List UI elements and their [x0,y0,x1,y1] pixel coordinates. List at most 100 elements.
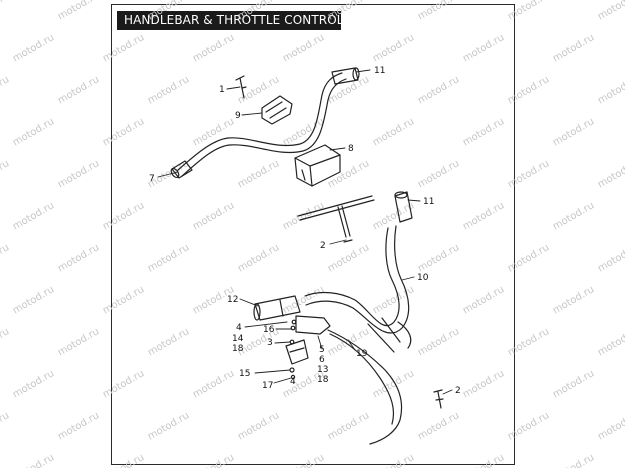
callout-6: 6 [319,355,325,365]
watermark-text: motod.ru [551,116,596,148]
watermark-text: motod.ru [416,158,461,190]
watermark-text: motod.ru [101,284,146,316]
watermark-text: motod.ru [101,368,146,400]
watermark-text: motod.ru [596,326,625,358]
watermark-text: motod.ru [506,242,551,274]
watermark-text: motod.ru [191,368,236,400]
watermark-text: motod.ru [281,452,326,468]
bolt-lower [433,389,444,409]
callout-11-lower: 11 [423,197,434,207]
grip-left-upper [170,160,193,179]
watermark-text: motod.ru [0,158,11,190]
watermark-text: motod.ru [371,32,416,64]
watermark-text: motod.ru [596,242,625,274]
watermark-text: motod.ru [281,284,326,316]
throttle-housing [285,315,331,365]
watermark-text: motod.ru [191,452,236,468]
watermark-text: motod.ru [596,158,625,190]
diagram-title: HANDLEBAR & THROTTLE CONTROL [117,11,343,30]
callout-17: 17 [262,381,273,391]
watermark-text: motod.ru [0,326,11,358]
callout-8: 8 [348,144,354,154]
watermark-text: motod.ru [506,158,551,190]
watermark-text: motod.ru [146,326,191,358]
watermark-text: motod.ru [281,116,326,148]
watermark-text: motod.ru [236,242,281,274]
watermark-text: motod.ru [191,200,236,232]
throttle-cables [327,329,403,445]
diagram-frame: HANDLEBAR & THROTTLE CONTROL [111,4,515,465]
watermark-text: motod.ru [56,242,101,274]
watermark-text: motod.ru [236,410,281,442]
watermark-text: motod.ru [0,242,11,274]
watermark-text: motod.ru [461,32,506,64]
callout-16: 16 [263,325,275,335]
watermark-text: motod.ru [281,32,326,64]
watermark-text: motod.ru [506,326,551,358]
watermark-text: motod.ru [371,116,416,148]
watermark-text: motod.ru [326,410,371,442]
callout-2-upper: 2 [320,241,326,251]
screw-top [235,75,247,99]
callout-18-right: 18 [317,375,329,385]
grip-left-lower [253,295,301,321]
watermark-text: motod.ru [551,284,596,316]
watermark-text: motod.ru [326,242,371,274]
watermark-text: motod.ru [56,410,101,442]
watermark-text: motod.ru [101,116,146,148]
handlebar-upper [177,72,347,177]
watermark-text: motod.ru [191,116,236,148]
watermark-text: motod.ru [326,74,371,106]
watermark-text: motod.ru [416,410,461,442]
watermark-text: motod.ru [146,410,191,442]
watermark-text: motod.ru [461,200,506,232]
watermark-text: motod.ru [101,200,146,232]
callout-19: 19 [356,349,368,359]
watermark-text: motod.ru [11,116,56,148]
watermark-text: motod.ru [146,242,191,274]
watermark-text: motod.ru [371,452,416,468]
watermark-text: motod.ru [416,242,461,274]
watermark-text: motod.ru [596,410,625,442]
watermark-text: motod.ru [551,32,596,64]
watermark-text: motod.ru [11,368,56,400]
callout-3: 3 [267,338,273,348]
watermark-text: motod.ru [0,410,11,442]
watermark-text: motod.ru [371,368,416,400]
riser [294,144,341,187]
callout-9: 9 [235,111,241,121]
callout-11-upper: 11 [374,66,385,76]
watermark-text: motod.ru [56,326,101,358]
watermark-text: motod.ru [506,74,551,106]
clamp-top [261,95,293,125]
watermark-text: motod.ru [11,200,56,232]
watermark-text: motod.ru [551,452,596,468]
watermark-text: motod.ru [281,200,326,232]
watermark-text: motod.ru [551,200,596,232]
watermark-text: motod.ru [416,0,461,23]
watermark-text: motod.ru [0,0,11,23]
watermark-text: motod.ru [146,74,191,106]
callout-10: 10 [417,273,429,283]
grip-right-lower [394,191,413,223]
watermark-text: motod.ru [56,0,101,23]
watermark-text: motod.ru [551,368,596,400]
riser-bolt [297,195,375,243]
handlebar-lower [304,225,412,353]
watermark-text: motod.ru [191,32,236,64]
callout-7: 7 [149,174,155,184]
watermark-text: motod.ru [461,368,506,400]
callout-4-lower: 4 [290,377,296,387]
callout-4-upper: 4 [236,323,242,333]
watermark-text: motod.ru [101,32,146,64]
watermark-text: motod.ru [326,0,371,23]
callout-13: 13 [317,365,328,375]
grip-right-upper [331,67,360,85]
watermark-text: motod.ru [596,0,625,23]
watermark-text: motod.ru [236,158,281,190]
watermark-text: motod.ru [461,452,506,468]
watermark-text: motod.ru [506,410,551,442]
watermark-text: motod.ru [506,0,551,23]
